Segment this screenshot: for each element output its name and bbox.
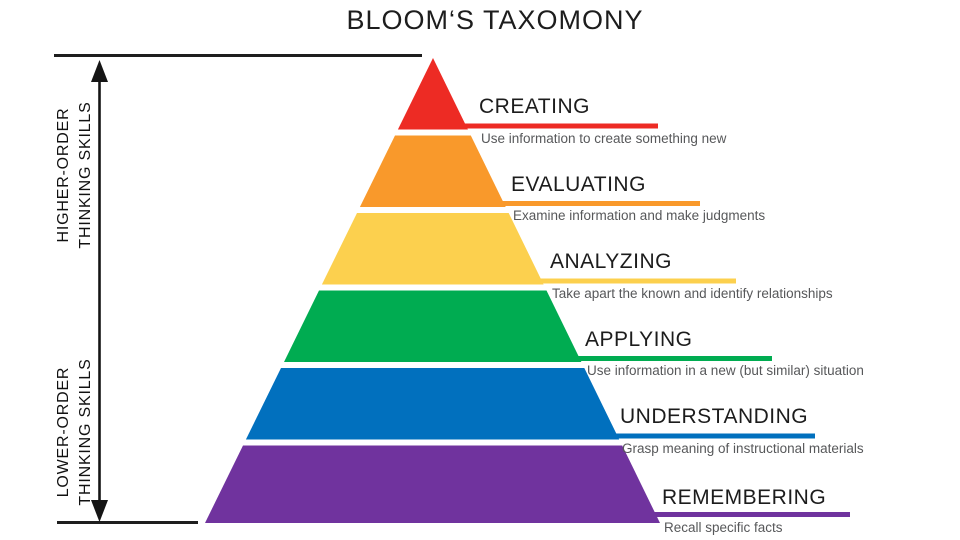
arrow-up-head: [91, 60, 108, 82]
level-desc-analyzing: Take apart the known and identify relati…: [552, 286, 833, 301]
level-name-evaluating: EVALUATING: [511, 173, 646, 196]
pyramid-level-understanding: [245, 368, 620, 440]
pyramid-level-analyzing: [321, 213, 544, 285]
lower-order-label-line1: LOWER-ORDER: [55, 366, 72, 498]
level-name-understanding: UNDERSTANDING: [620, 405, 809, 428]
bottom-rule-line: [57, 521, 198, 524]
pyramid-level-creating: [397, 58, 468, 130]
higher-order-label: HIGHER-ORDER THINKING SKILLS: [53, 85, 99, 265]
level-name-remembering: REMEMBERING: [662, 486, 827, 509]
underline-bar-analyzing: [531, 278, 736, 284]
arrow-down-head: [91, 500, 108, 522]
diagram-title: BLOOM‘S TAXOMONY: [346, 5, 644, 35]
pyramid-level-evaluating: [359, 135, 506, 207]
level-name-analyzing: ANALYZING: [550, 250, 672, 273]
top-rule-line: [54, 54, 422, 57]
level-desc-evaluating: Examine information and make judgments: [513, 208, 766, 223]
level-desc-understanding: Grasp meaning of instructional materials: [622, 441, 864, 456]
level-name-creating: CREATING: [479, 95, 590, 118]
lower-order-label: LOWER-ORDER THINKING SKILLS: [53, 342, 99, 522]
level-desc-applying: Use information in a new (but similar) s…: [587, 363, 864, 378]
higher-order-label-line1: HIGHER-ORDER: [55, 107, 72, 243]
level-desc-creating: Use information to create something new: [481, 131, 727, 146]
double-arrow: [91, 60, 108, 522]
level-name-applying: APPLYING: [585, 328, 693, 351]
underline-bar-evaluating: [493, 201, 700, 206]
underline-bar-understanding: [607, 433, 815, 439]
underline-bar-applying: [569, 356, 772, 361]
underline-bar-creating: [455, 123, 658, 129]
level-desc-remembering: Recall specific facts: [664, 520, 783, 535]
pyramid-level-applying: [284, 290, 582, 362]
lower-order-label-line2: THINKING SKILLS: [77, 358, 94, 506]
underline-bar-remembering: [645, 512, 850, 517]
pyramid-level-remembering: [205, 445, 660, 523]
higher-order-label-line2: THINKING SKILLS: [77, 101, 94, 249]
